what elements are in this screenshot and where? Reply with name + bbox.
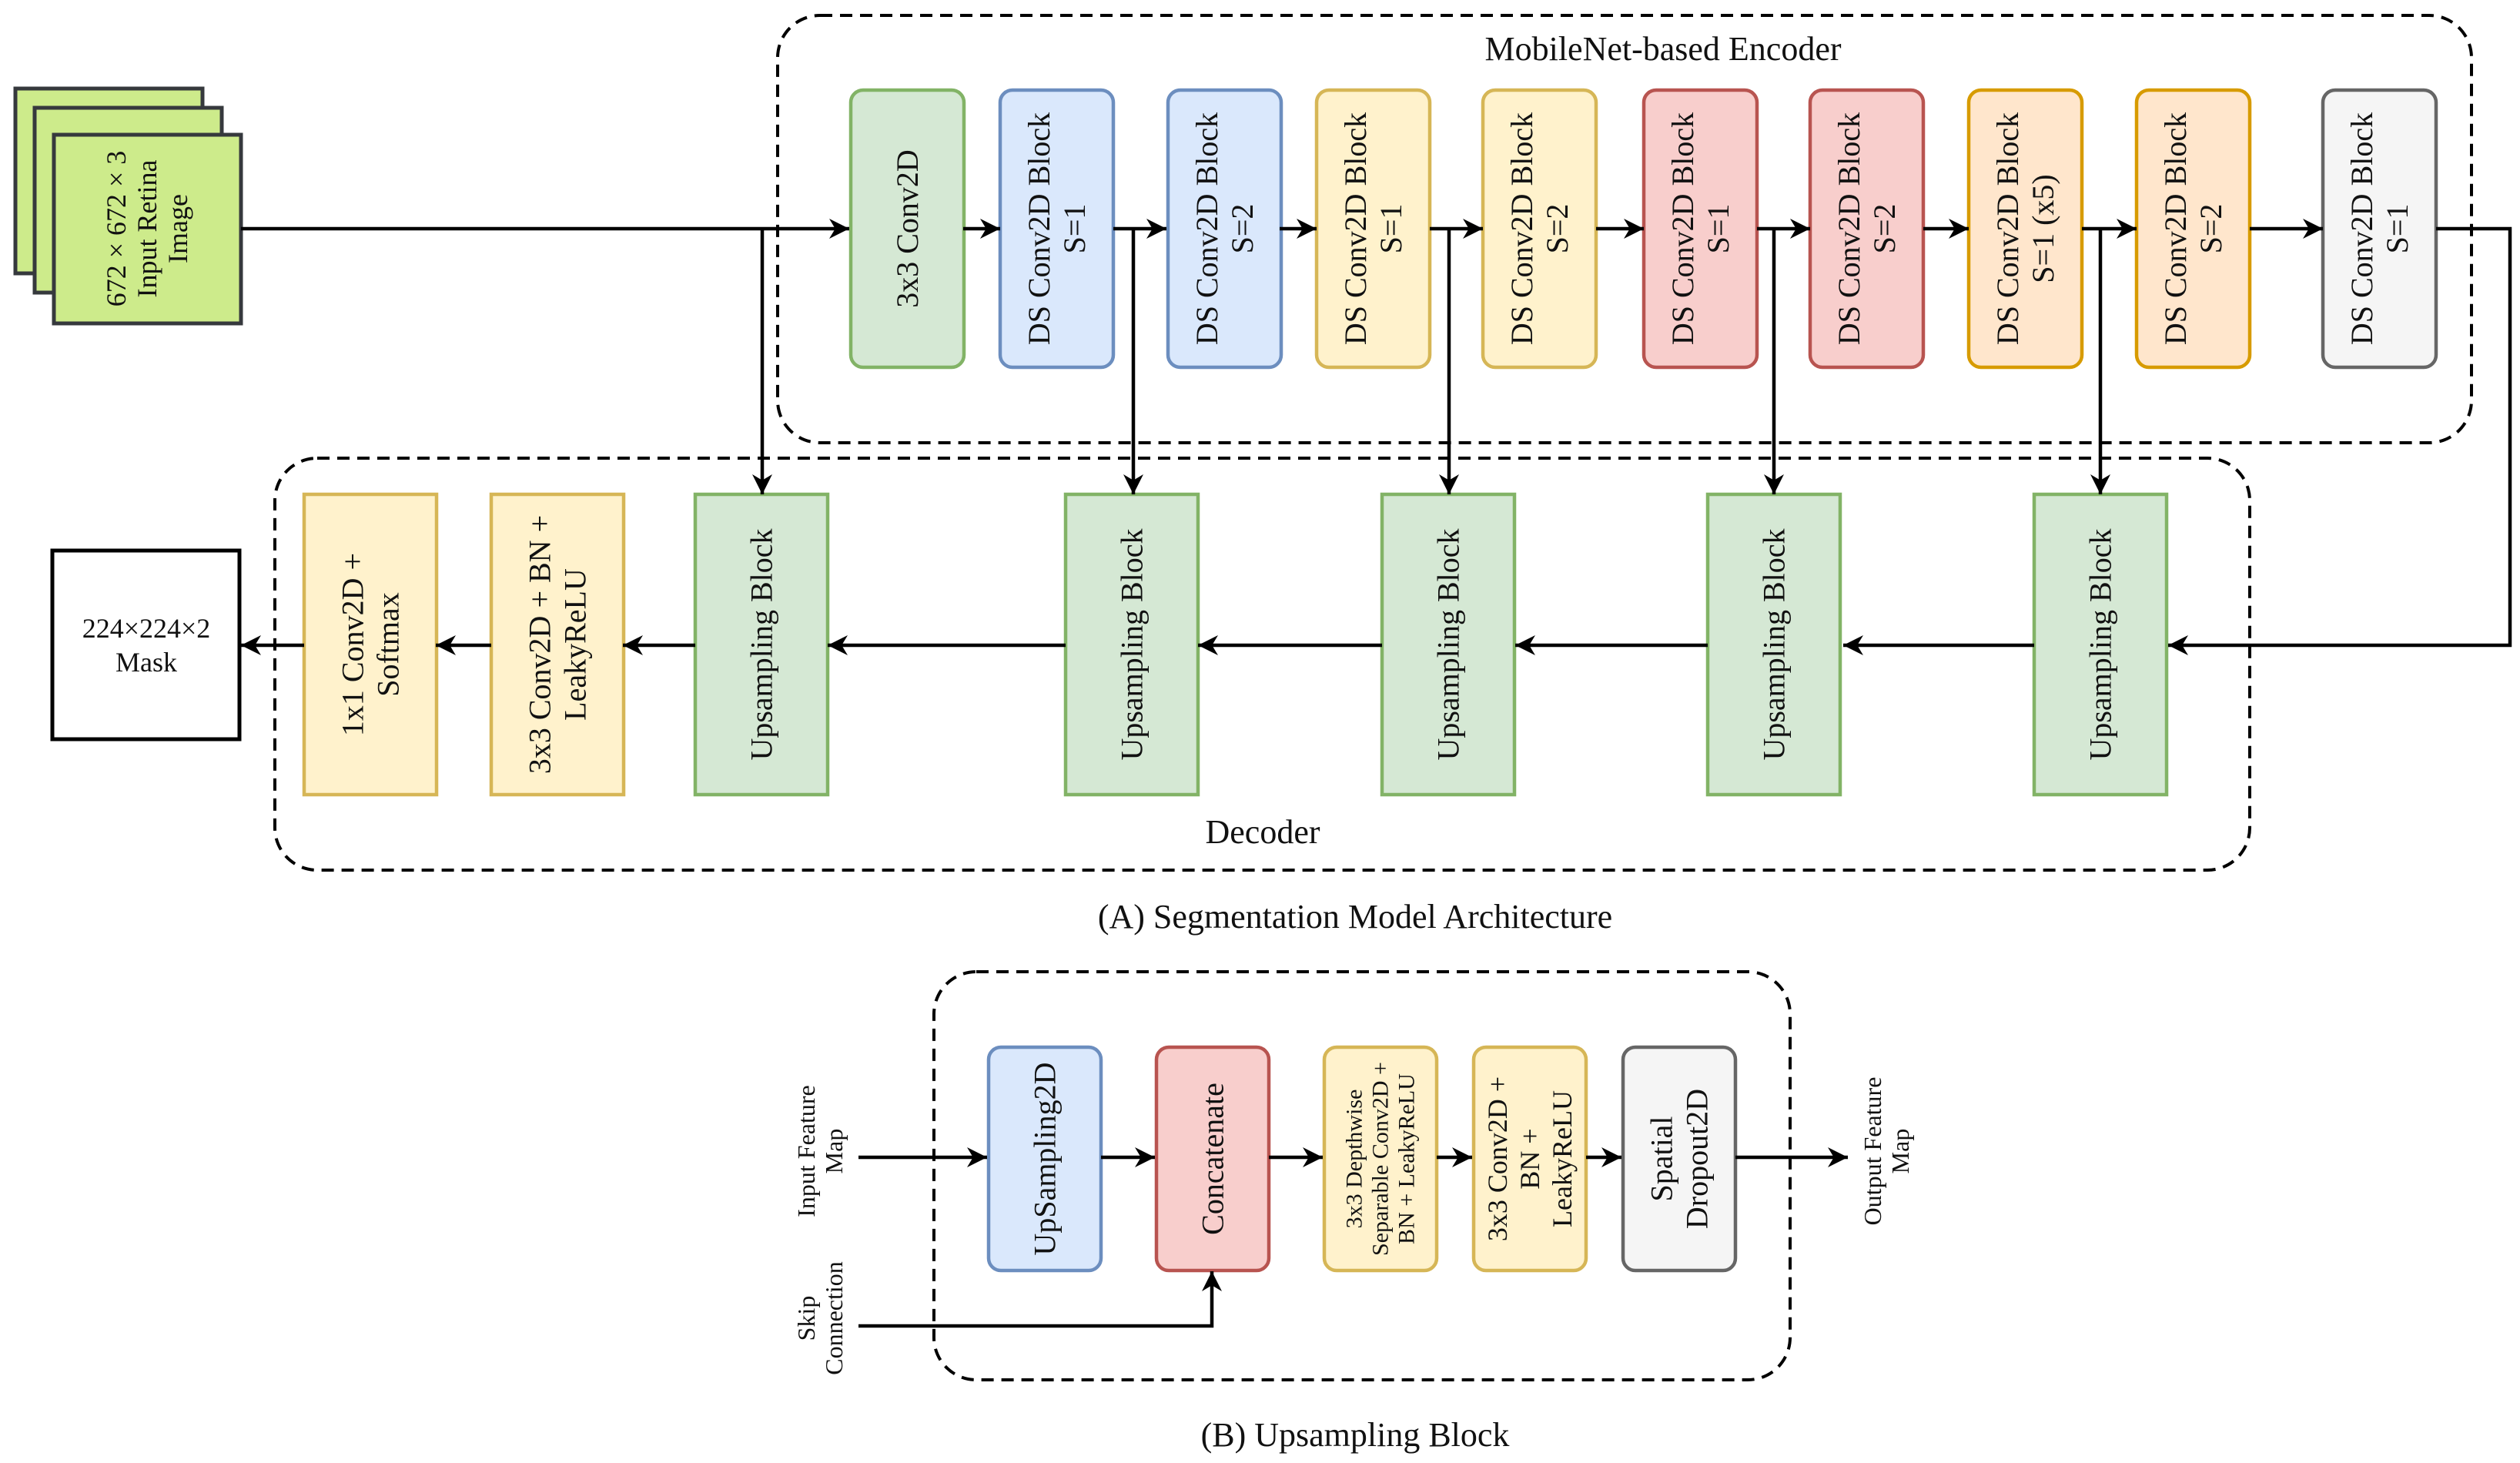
decoder-block-upsampling-block-7-box (2032, 492, 2169, 797)
label-line: S=1 (x5) (2026, 174, 2060, 283)
label-line: Mask (115, 647, 177, 678)
decoder-block-upsampling-block-4: Upsampling Block (1063, 492, 1200, 797)
label-line: S=1 (1374, 204, 1408, 254)
label-line: Map (820, 1129, 848, 1174)
label-line: DS Conv2D Block (1022, 112, 1056, 345)
label-line: Dropout2D (1680, 1089, 1715, 1229)
decoder-blocks: 1x1 Conv2D +Softmax 3x3 Conv2D + BN +Leak… (302, 492, 2169, 797)
label-line: LeakyReLU (1547, 1090, 1578, 1227)
label-line: UpSampling2D (1028, 1062, 1063, 1255)
label-line: Input Retina (132, 160, 162, 298)
label-line: Output Feature (1859, 1077, 1886, 1226)
label-line: S=1 (1701, 204, 1735, 254)
decoder-block-upsampling-block-6: Upsampling Block (1705, 492, 1842, 797)
connectors (241, 219, 2512, 1328)
label-line: S=2 (2194, 204, 2228, 254)
label-line: Upsampling Block (1115, 528, 1150, 760)
caption-a: (A) Segmentation Model Architecture (1098, 898, 1612, 936)
label-line: 672 × 672 × 3 (101, 151, 132, 307)
label-line: S=1 (2380, 204, 2415, 254)
ub-block-3x3-conv2d: 3x3 Conv2D +BN +LeakyReLU (1471, 1045, 1588, 1273)
label-line: DS Conv2D Block (2344, 112, 2379, 345)
label-line: Connection (820, 1261, 848, 1375)
label-line: Map (1886, 1129, 1914, 1174)
decoder-block-3x3-conv2d-bn-leakyrelu-2: 3x3 Conv2D + BN +LeakyReLU (489, 492, 626, 797)
label-line: BN + LeakyReLU (1394, 1073, 1420, 1244)
label-line: Spatial (1645, 1116, 1679, 1201)
label-line: DS Conv2D Block (2158, 112, 2193, 345)
label-line: LeakyReLU (558, 568, 593, 721)
label-line: Upsampling Block (745, 528, 779, 760)
label-line: Upsampling Block (1757, 528, 1792, 760)
label-line: Input Feature (792, 1085, 820, 1217)
label-line: 3x3 Conv2D + BN + (523, 515, 557, 774)
label-line: 1x1 Conv2D + (336, 553, 370, 736)
label-line: Upsampling Block (1431, 528, 1466, 760)
label-line: 3x3 Conv2D + (1482, 1076, 1513, 1241)
label-line: Softmax (371, 592, 406, 697)
upsampling-group-border (932, 970, 1792, 1381)
label-line: S=1 (1057, 204, 1092, 254)
encoder-block-1: 3x3 Conv2D (848, 88, 966, 370)
label-line: DS Conv2D Block (1190, 112, 1224, 345)
label-line: 3x3 Depthwise (1342, 1090, 1367, 1229)
label-line: DS Conv2D Block (1504, 112, 1539, 345)
caption-b: (B) Upsampling Block (1201, 1416, 1510, 1454)
ub-block-concatenate: Concatenate (1154, 1045, 1271, 1273)
label-line: 3x3 Conv2D (890, 149, 925, 308)
encoder-title: MobileNet-based Encoder (1484, 30, 1841, 68)
label-line: 224×224×2 (82, 613, 211, 644)
label-line: DS Conv2D Block (1338, 112, 1373, 345)
label-line: Upsampling Block (2083, 528, 2118, 760)
decoder-block-upsampling-block-7: Upsampling Block (2032, 492, 2169, 797)
bottleneck-arrow (2168, 226, 2512, 655)
label-line: Skip (792, 1296, 820, 1341)
decoder-block-1x1-conv2d-softmax-1-box (302, 492, 439, 797)
label-line: S=2 (1540, 204, 1575, 254)
ub-skip-arrow (858, 1271, 1222, 1328)
label-line: S=2 (1867, 204, 1902, 254)
decoder-block-upsampling-block-3: Upsampling Block (693, 492, 830, 797)
label-line: Image (162, 194, 193, 263)
decoder-title: Decoder (1205, 813, 1320, 851)
ub-block-upsampling2d: UpSampling2D (986, 1045, 1103, 1273)
decoder-block-upsampling-block-5: Upsampling Block (1380, 492, 1517, 797)
label-line: DS Conv2D Block (1832, 112, 1866, 345)
label-line: BN + (1514, 1128, 1545, 1189)
label-line: Concatenate (1196, 1083, 1230, 1235)
label-line: Separable Conv2D + (1368, 1062, 1394, 1256)
label-line: DS Conv2D Block (1990, 112, 2025, 345)
label-line: S=2 (1225, 204, 1260, 254)
decoder-block-1x1-conv2d-softmax-1: 1x1 Conv2D +Softmax (302, 492, 439, 797)
output-mask-box (50, 548, 242, 742)
decoder-group-border (273, 457, 2251, 872)
label-line: DS Conv2D Block (1665, 112, 1700, 345)
input-image-layer-front (52, 132, 243, 326)
